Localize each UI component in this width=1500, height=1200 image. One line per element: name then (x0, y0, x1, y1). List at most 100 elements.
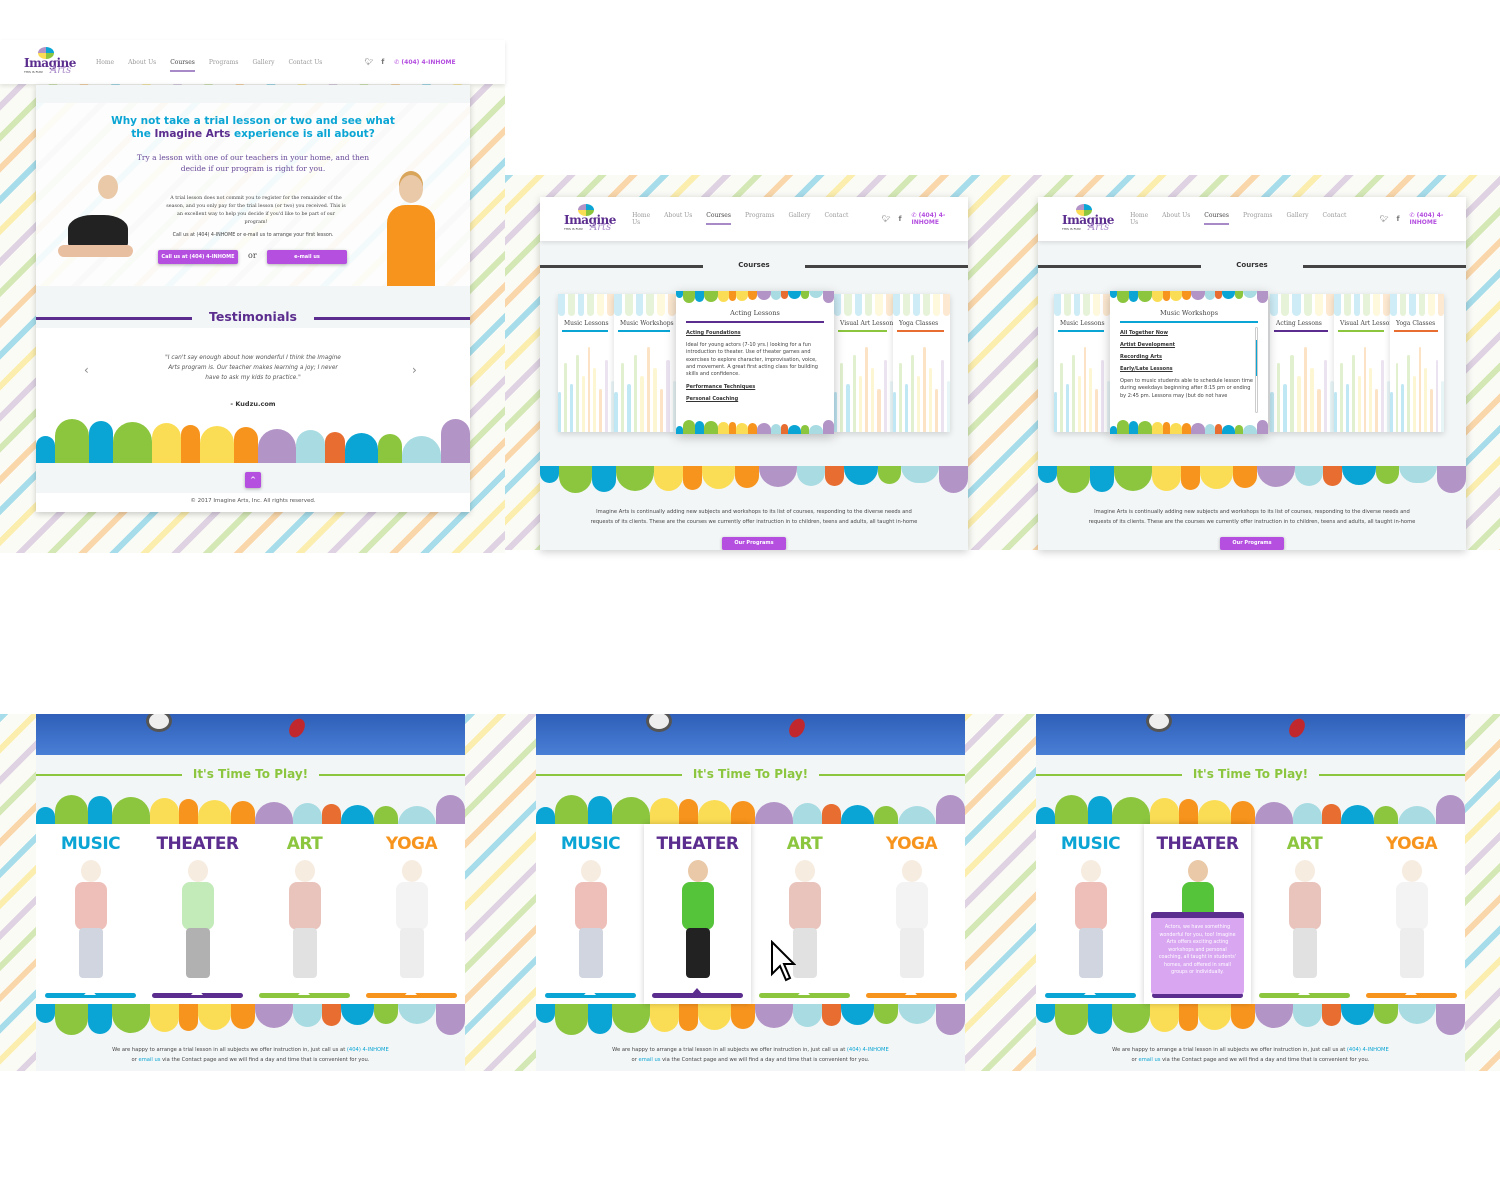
category-yoga[interactable]: YOGA (358, 824, 465, 1004)
category-music[interactable]: MUSIC (537, 824, 644, 1004)
category-art[interactable]: ART (751, 824, 858, 1004)
email-link[interactable]: email us (638, 1056, 661, 1063)
note-text: or (131, 1056, 139, 1063)
course-card-yoga-classes[interactable]: Yoga Classes (1390, 294, 1444, 432)
facebook-icon[interactable]: f (898, 215, 902, 223)
play-title: It's Time To Play! (1036, 767, 1465, 781)
nav-about-us[interactable]: About Us (664, 212, 693, 219)
course-description: Open to music students able to schedule … (1120, 378, 1253, 399)
facebook-icon[interactable]: f (381, 58, 385, 66)
category-bar (1045, 993, 1136, 998)
blob (178, 1004, 199, 1032)
category-theater[interactable]: THEATER (644, 824, 751, 1004)
course-link[interactable]: Artist Development (1120, 342, 1176, 348)
course-card-acting-lessons[interactable]: Acting Lessons (1270, 294, 1334, 432)
scrollbar[interactable] (1255, 327, 1258, 413)
footer-copyright: © 2017 Imagine Arts, Inc. All rights res… (36, 498, 470, 504)
email-link[interactable]: email us (1138, 1056, 1161, 1063)
nav-about-us[interactable]: About Us (1162, 212, 1191, 219)
nav-gallery[interactable]: Gallery (1286, 212, 1309, 219)
course-link[interactable]: Recording Arts (1120, 354, 1162, 360)
twitter-icon[interactable]: 🐦︎ (881, 215, 891, 223)
course-link[interactable]: Personal Coaching (686, 396, 739, 403)
course-link[interactable]: Performance Techniques (686, 384, 756, 391)
blob (1398, 806, 1437, 826)
nav-courses[interactable]: Courses (1204, 212, 1229, 225)
category-theater[interactable]: THEATER (144, 824, 251, 1004)
nav-contact-us[interactable]: Contact Us (288, 58, 323, 66)
phone-link[interactable]: (404) 4-INHOME (846, 1047, 889, 1053)
category-art[interactable]: ART (251, 824, 358, 1004)
category-music[interactable]: MUSIC (37, 824, 144, 1004)
blob (683, 420, 696, 434)
twitter-icon[interactable]: 🐦︎ (1379, 215, 1389, 223)
phone-link[interactable]: (404) 4-INHOME (346, 1047, 389, 1053)
category-art[interactable]: ART (1251, 824, 1358, 1004)
nav-gallery[interactable]: Gallery (788, 212, 811, 219)
category-music[interactable]: MUSIC (1037, 824, 1144, 1004)
nav-programs[interactable]: Programs (208, 58, 239, 66)
play-title: It's Time To Play! (536, 767, 965, 781)
phone-link[interactable]: ✆ (404) 4-INHOME (1409, 212, 1466, 226)
nav-contact-us[interactable]: Contact Us (1130, 212, 1347, 226)
nav-contact-us[interactable]: Contact Us (632, 212, 849, 226)
course-link[interactable]: Acting Foundations (686, 330, 741, 336)
facebook-icon[interactable]: f (1396, 215, 1400, 223)
phone-link[interactable]: (404) 4-INHOME (1346, 1047, 1389, 1053)
decorative-blob-row (36, 794, 465, 826)
nav-courses[interactable]: Courses (706, 212, 731, 225)
blob (901, 466, 940, 484)
blob (536, 1004, 556, 1024)
course-card-visual-art-lessons[interactable]: Visual Art Lessons (1334, 294, 1390, 432)
category-yoga[interactable]: YOGA (1358, 824, 1465, 1004)
course-link[interactable]: All Together Now (1120, 330, 1168, 336)
course-card-music-lessons[interactable]: Music Lessons (1054, 294, 1110, 432)
nav-programs[interactable]: Programs (744, 212, 775, 219)
call-us-button[interactable]: Call us at (404) 4-INHOME (158, 250, 238, 264)
phone-link[interactable]: ✆ (404) 4-INHOME (394, 59, 455, 66)
blob (1055, 1004, 1089, 1036)
prev-arrow[interactable]: ‹ (84, 363, 89, 377)
our-programs-button[interactable]: Our Programs (722, 537, 786, 550)
nav-programs[interactable]: Programs (1242, 212, 1273, 219)
nav-gallery[interactable]: Gallery (252, 58, 275, 66)
back-to-top-button[interactable]: ^ (245, 472, 261, 488)
our-programs-button[interactable]: Our Programs (1220, 537, 1284, 550)
courses-title: Courses (1038, 261, 1466, 269)
course-card-yoga-classes[interactable]: Yoga Classes (893, 294, 950, 432)
email-us-button[interactable]: e-mail us (267, 250, 347, 264)
course-card-visual-art-lessons[interactable]: Visual Art Lessons (834, 294, 893, 432)
phone-link[interactable]: ✆ (404) 4-INHOME (911, 212, 968, 226)
blob (1215, 291, 1223, 300)
phone-icon: ✆ (394, 58, 402, 66)
nav-home[interactable]: Home (1130, 212, 1149, 219)
email-link[interactable]: email us (138, 1056, 161, 1063)
nav-courses[interactable]: Courses (170, 58, 195, 72)
category-yoga[interactable]: YOGA (858, 824, 965, 1004)
blob (800, 291, 810, 299)
twitter-icon[interactable]: 🐦︎ (364, 58, 374, 66)
category-label: YOGA (385, 834, 438, 854)
decorative-blob-row (36, 1004, 465, 1036)
nav-about-us[interactable]: About Us (128, 58, 157, 66)
nav-home[interactable]: Home (96, 58, 115, 66)
course-card-music-workshops[interactable]: Music Workshops (614, 294, 676, 432)
course-card-music-lessons[interactable]: Music Lessons (558, 294, 614, 432)
blob (747, 422, 757, 434)
category-theater[interactable]: THEATER Actors, we have something wonder… (1144, 824, 1251, 1004)
category-photo (388, 860, 436, 980)
blob (841, 804, 875, 826)
category-label: THEATER (1156, 834, 1239, 854)
content-card: Why not take a trial lesson or two and s… (36, 85, 470, 512)
next-arrow[interactable]: › (412, 363, 417, 377)
blob (198, 1004, 232, 1031)
blob (398, 806, 437, 826)
course-link[interactable]: Early/Late Lessons (1120, 366, 1173, 372)
nav-home[interactable]: Home (632, 212, 651, 219)
category-label: MUSIC (1060, 834, 1121, 854)
